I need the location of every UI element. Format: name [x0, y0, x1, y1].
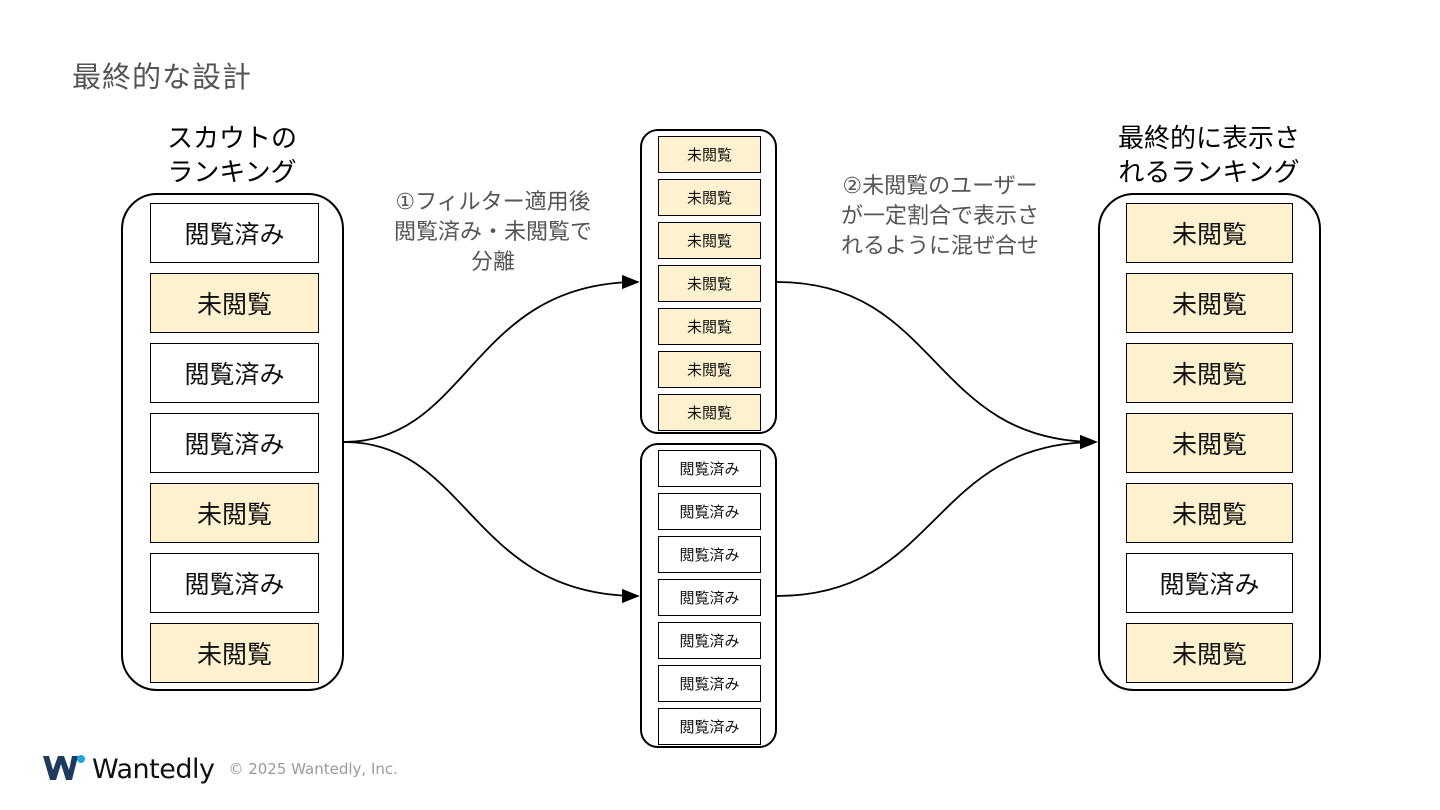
ranking-item: 閲覧済み	[150, 203, 319, 263]
final-item-label: 未閲覧	[1171, 290, 1247, 319]
step2-annotation: ②未閲覧のユーザー が一定割合で表示さ れるように混ぜ合せ	[812, 172, 1068, 262]
ranking-item-label: 閲覧済み	[184, 360, 285, 389]
unviewed-item-label: 未閲覧	[686, 361, 732, 379]
step2-line-1: ②未閲覧のユーザー	[842, 174, 1038, 199]
final-item: 未閲覧	[1126, 273, 1293, 333]
unviewed-item: 未閲覧	[658, 265, 761, 302]
merge-arrow-from-unviewed	[776, 281, 1098, 450]
viewed-item: 閲覧済み	[658, 708, 761, 745]
viewed-item: 閲覧済み	[658, 665, 761, 702]
final-item-label: 未閲覧	[1171, 430, 1247, 459]
final-item-label: 未閲覧	[1171, 360, 1247, 389]
viewed-item-label: 閲覧済み	[679, 589, 740, 607]
viewed-item: 閲覧済み	[658, 493, 761, 530]
step2-line-2: が一定割合で表示さ	[840, 204, 1039, 229]
unviewed-item-label: 未閲覧	[686, 318, 732, 336]
final-item: 未閲覧	[1126, 343, 1293, 403]
final-item: 未閲覧	[1126, 623, 1293, 683]
unviewed-item-label: 未閲覧	[686, 232, 732, 250]
step1-line-1: ①フィルター適用後	[395, 190, 591, 215]
right-heading: 最終的に表示さ れるランキング	[1096, 122, 1322, 190]
ranking-item-label: 未閲覧	[196, 500, 272, 529]
right-heading-line-2: れるランキング	[1118, 158, 1300, 188]
right-heading-line-1: 最終的に表示さ	[1117, 124, 1300, 154]
ranking-item: 未閲覧	[150, 623, 319, 683]
merge-arrow-from-viewed	[776, 434, 1098, 597]
viewed-item-label: 閲覧済み	[679, 546, 740, 564]
ranking-item: 未閲覧	[150, 483, 319, 543]
unviewed-item: 未閲覧	[658, 351, 761, 388]
step1-line-2: 閲覧済み・未閲覧で	[393, 220, 592, 245]
unviewed-item-label: 未閲覧	[686, 146, 732, 164]
viewed-item: 閲覧済み	[658, 579, 761, 616]
unviewed-item: 未閲覧	[658, 394, 761, 431]
viewed-item: 閲覧済み	[658, 536, 761, 573]
unviewed-item: 未閲覧	[658, 136, 761, 173]
viewed-item-label: 閲覧済み	[679, 718, 740, 736]
unviewed-item-label: 未閲覧	[686, 404, 732, 422]
final-item-label: 未閲覧	[1171, 640, 1247, 669]
viewed-item-label: 閲覧済み	[679, 460, 740, 478]
ranking-item: 未閲覧	[150, 273, 319, 333]
wantedly-logo-icon	[42, 752, 86, 786]
copyright: © 2025 Wantedly, Inc.	[228, 760, 398, 778]
step1-line-3: 分離	[470, 250, 515, 275]
ranking-item-label: 閲覧済み	[184, 570, 285, 599]
step2-line-3: れるように混ぜ合せ	[840, 234, 1039, 259]
slide-title: 最終的な設計	[72, 60, 253, 94]
left-heading: スカウトの ランキング	[120, 122, 344, 190]
split-arrow-to-viewed	[343, 441, 640, 604]
ranking-item: 閲覧済み	[150, 553, 319, 613]
unviewed-item-label: 未閲覧	[686, 275, 732, 293]
ranking-item-label: 閲覧済み	[184, 430, 285, 459]
brand-name: Wantedly	[92, 753, 215, 785]
footer: Wantedly © 2025 Wantedly, Inc.	[42, 752, 398, 786]
final-item-label: 閲覧済み	[1159, 570, 1260, 599]
unviewed-item: 未閲覧	[658, 222, 761, 259]
ranking-item-label: 未閲覧	[196, 290, 272, 319]
final-item: 閲覧済み	[1126, 553, 1293, 613]
viewed-item-label: 閲覧済み	[679, 632, 740, 650]
left-heading-line-2: ランキング	[167, 158, 297, 188]
final-item: 未閲覧	[1126, 413, 1293, 473]
final-item: 未閲覧	[1126, 203, 1293, 263]
ranking-item-label: 閲覧済み	[184, 220, 285, 249]
viewed-item-label: 閲覧済み	[679, 503, 740, 521]
viewed-item: 閲覧済み	[658, 622, 761, 659]
final-item-label: 未閲覧	[1171, 500, 1247, 529]
ranking-item: 閲覧済み	[150, 343, 319, 403]
unviewed-item: 未閲覧	[658, 308, 761, 345]
unviewed-item-label: 未閲覧	[686, 189, 732, 207]
ranking-item-label: 未閲覧	[196, 640, 272, 669]
unviewed-item: 未閲覧	[658, 179, 761, 216]
viewed-item: 閲覧済み	[658, 450, 761, 487]
left-heading-line-1: スカウトの	[166, 124, 297, 154]
ranking-item: 閲覧済み	[150, 413, 319, 473]
final-item-label: 未閲覧	[1171, 220, 1247, 249]
split-arrow-to-unviewed	[343, 274, 640, 443]
step1-annotation: ①フィルター適用後 閲覧済み・未閲覧で 分離	[370, 188, 616, 278]
final-item: 未閲覧	[1126, 483, 1293, 543]
viewed-item-label: 閲覧済み	[679, 675, 740, 693]
